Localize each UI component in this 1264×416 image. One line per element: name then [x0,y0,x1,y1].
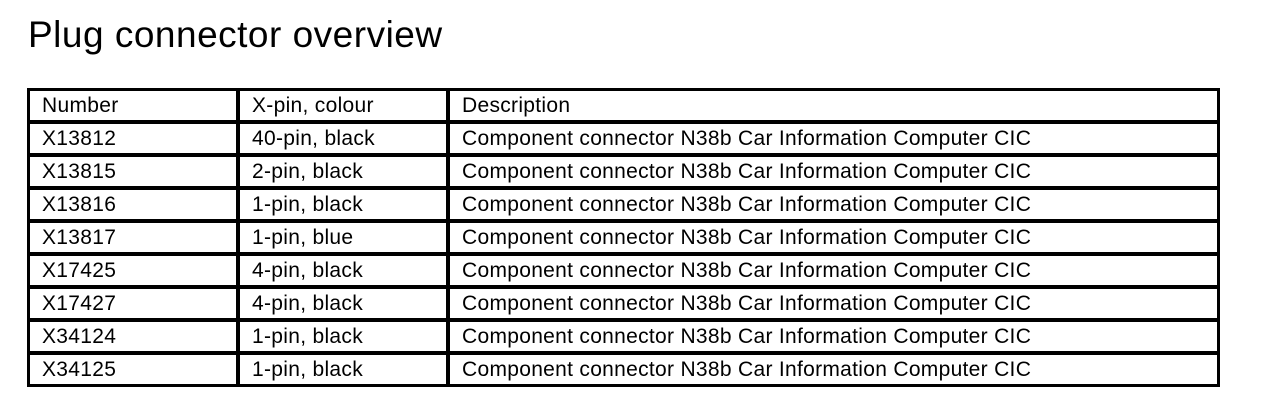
cell-number: X13812 [28,122,238,155]
cell-number: X34124 [28,320,238,353]
cell-pin-colour: 1-pin, black [238,320,448,353]
cell-pin-colour: 2-pin, black [238,155,448,188]
table-row: X13816 1-pin, black Component connector … [28,188,1219,221]
cell-description: Component connector N38b Car Information… [448,287,1219,320]
cell-pin-colour: 1-pin, black [238,188,448,221]
cell-number: X17427 [28,287,238,320]
column-header-pin-colour: X-pin, colour [238,89,448,122]
cell-description: Component connector N38b Car Information… [448,122,1219,155]
cell-pin-colour: 1-pin, blue [238,221,448,254]
cell-number: X17425 [28,254,238,287]
table-header-row: Number X-pin, colour Description [28,89,1219,122]
table-row: X13817 1-pin, blue Component connector N… [28,221,1219,254]
cell-description: Component connector N38b Car Information… [448,221,1219,254]
plug-connector-table: Number X-pin, colour Description X13812 … [27,88,1220,387]
cell-number: X13817 [28,221,238,254]
cell-number: X13816 [28,188,238,221]
cell-description: Component connector N38b Car Information… [448,353,1219,386]
table-row: X13812 40-pin, black Component connector… [28,122,1219,155]
column-header-description: Description [448,89,1219,122]
cell-pin-colour: 40-pin, black [238,122,448,155]
table-row: X17425 4-pin, black Component connector … [28,254,1219,287]
cell-description: Component connector N38b Car Information… [448,254,1219,287]
cell-description: Component connector N38b Car Information… [448,320,1219,353]
table-row: X34124 1-pin, black Component connector … [28,320,1219,353]
cell-description: Component connector N38b Car Information… [448,155,1219,188]
cell-pin-colour: 4-pin, black [238,254,448,287]
cell-pin-colour: 4-pin, black [238,287,448,320]
cell-number: X13815 [28,155,238,188]
cell-pin-colour: 1-pin, black [238,353,448,386]
cell-description: Component connector N38b Car Information… [448,188,1219,221]
page-title: Plug connector overview [28,14,443,55]
column-header-number: Number [28,89,238,122]
cell-number: X34125 [28,353,238,386]
table-body: X13812 40-pin, black Component connector… [28,122,1219,386]
table-row: X34125 1-pin, black Component connector … [28,353,1219,386]
table-row: X13815 2-pin, black Component connector … [28,155,1219,188]
table-row: X17427 4-pin, black Component connector … [28,287,1219,320]
